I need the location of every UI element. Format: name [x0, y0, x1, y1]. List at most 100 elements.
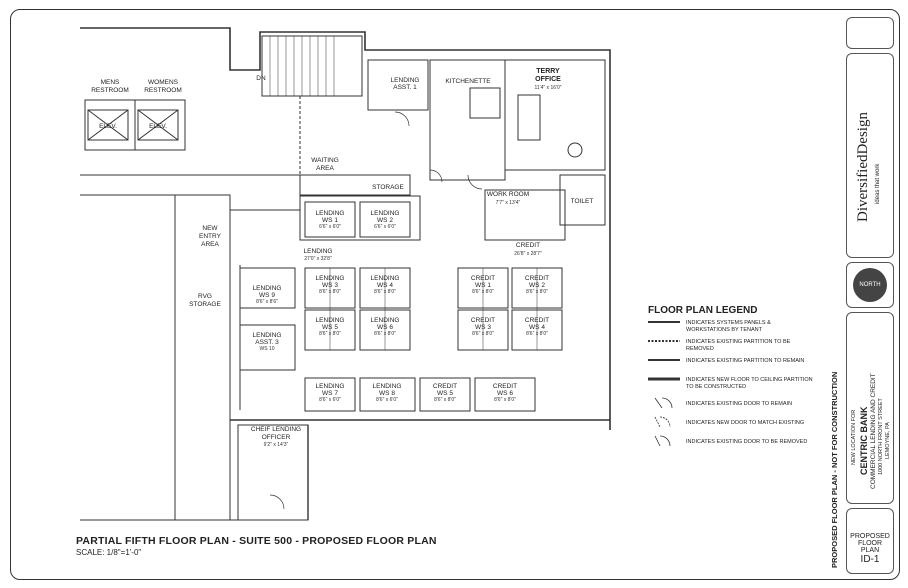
workstation-7-num: WS 7: [322, 390, 338, 397]
legend-item-2: INDICATES EXISTING PARTITION TO BE REMOV…: [686, 339, 791, 352]
new-entry-label-1: NEW: [202, 225, 218, 232]
lending-asst1-label-2: ASST. 1: [393, 84, 417, 91]
sheet-title-3: PLAN: [860, 547, 880, 554]
workstation-15-num: WS 5: [437, 390, 453, 397]
drawing-sheet: [10, 9, 900, 580]
workstation-14-dim: 8'6" x 8'0": [526, 331, 548, 337]
sheet-block: PROPOSED FLOOR PLAN ID-1: [846, 508, 894, 574]
sheet-title-2: FLOOR: [857, 540, 883, 547]
legend-item-1: INDICATES SYSTEMS PANELS & WORKSTATIONS …: [686, 320, 771, 333]
legend-item-5: INDICATES EXISTING DOOR TO REMAIN: [686, 401, 793, 407]
project-block: NEW LOCATION FOR CENTRIC BANK COMMERCIAL…: [846, 312, 894, 504]
north-stamp: NORTH: [853, 268, 887, 302]
workstation-1-num: WS 1: [322, 217, 338, 224]
room-labels: MENS RESTROOM WOMENS RESTROOM ELEV. ELEV…: [91, 68, 593, 448]
workstation-6-name: LENDING: [371, 317, 400, 324]
side-note: PROPOSED FLOOR PLAN - NOT FOR CONSTRUCTI…: [830, 371, 839, 568]
workstation-3-dim: 8'6" x 8'0": [319, 289, 341, 295]
new-entry-label-3: AREA: [201, 241, 219, 248]
client-city: LEMOYNE, PA: [885, 422, 891, 459]
workstation-5-num: WS 5: [322, 324, 338, 331]
new-entry-label-2: ENTRY: [199, 233, 222, 240]
toilet-label: TOILET: [571, 198, 594, 205]
credit-area-dim: 26'8" x 28'7": [514, 251, 542, 257]
client-sub: COMMERCIAL LENDING AND CREDIT: [870, 373, 877, 489]
workstation-14-num: WS 4: [529, 324, 545, 331]
workstation-8-num: WS 8: [379, 390, 395, 397]
workstation-3-name: LENDING: [316, 275, 345, 282]
workstation-8-dim: 8'6" x 6'0": [376, 397, 398, 403]
workstation-16-dim: 8'6" x 8'0": [494, 397, 516, 403]
workstation-9-num: WS 9: [259, 292, 275, 299]
workstation-16-name: CREDIT: [493, 383, 517, 390]
firm-tag: ideas that work: [875, 163, 881, 204]
workstation-13-dim: 8'6" x 8'0": [472, 331, 494, 337]
chief-label-2: OFFICER: [262, 434, 291, 441]
kitchenette-label: KITCHENETTE: [445, 78, 491, 85]
workstation-5-name: LENDING: [316, 317, 345, 324]
storage-label: STORAGE: [372, 184, 404, 191]
rvg-label-1: RVG: [198, 293, 212, 300]
stamp-block: NORTH: [846, 262, 894, 308]
workstation-1-dim: 6'6" x 6'0": [319, 224, 341, 230]
terry-label-1: TERRY: [536, 68, 560, 75]
workstation-9-dim: 8'6" x 8'6": [256, 299, 278, 305]
firm-name: DiversifiedDesign: [855, 112, 871, 222]
workstation-10-dim: WS 10: [259, 346, 274, 352]
workstation-12-dim: 8'6" x 8'0": [526, 289, 548, 295]
workstation-10-num: ASST. 3: [255, 339, 279, 346]
womens-label-1: WOMENS: [148, 79, 179, 86]
workstation-2-dim: 6'6" x 6'0": [374, 224, 396, 230]
client-address: 1000 NORTH FRONT STREET: [878, 398, 884, 475]
terry-dim: 11'4" x 16'0": [534, 85, 561, 91]
workstation-15-dim: 8'6" x 8'0": [434, 397, 456, 403]
plan-title: PARTIAL FIFTH FLOOR PLAN - SUITE 500 - P…: [76, 535, 437, 547]
waiting-label-2: AREA: [316, 165, 334, 172]
workstation-7-dim: 8'6" x 6'0": [319, 397, 341, 403]
workstation-12-name: CREDIT: [525, 275, 549, 282]
workstation-15-name: CREDIT: [433, 383, 457, 390]
legend-item-6: INDICATES NEW DOOR TO MATCH EXISTING: [686, 420, 805, 426]
workstation-13-num: WS 3: [475, 324, 491, 331]
waiting-label-1: WAITING: [311, 157, 339, 164]
lending-area-label: LENDING: [304, 248, 333, 255]
dn-label: DN: [256, 75, 266, 82]
workstation-12-num: WS 2: [529, 282, 545, 289]
workstation-11-num: WS 1: [475, 282, 491, 289]
chief-label-1: CHEIF LENDING: [251, 426, 301, 433]
rvg-label-2: STORAGE: [189, 301, 221, 308]
workstation-13-name: CREDIT: [471, 317, 495, 324]
workstation-8-name: LENDING: [373, 383, 402, 390]
workstation-4-num: WS 4: [377, 282, 393, 289]
lending-area-dim: 27'0" x 32'8": [304, 256, 332, 262]
workstation-4-name: LENDING: [371, 275, 400, 282]
workstation-14-name: CREDIT: [525, 317, 549, 324]
work-room-dim: 7'7" x 13'4": [496, 200, 521, 206]
legend-item-4: INDICATES NEW FLOOR TO CEILING PARTITION…: [686, 377, 813, 390]
workstation-5-dim: 8'6" x 8'0": [319, 331, 341, 337]
project-new-location: NEW LOCATION FOR: [851, 409, 857, 465]
workstation-4-dim: 8'6" x 8'0": [374, 289, 396, 295]
sheet-title-1: PROPOSED: [850, 533, 890, 540]
workstation-16-num: WS 6: [497, 390, 513, 397]
workstation-9-name: LENDING: [253, 285, 282, 292]
elev-label-2: ELEV.: [149, 123, 167, 130]
legend-title: FLOOR PLAN LEGEND: [648, 305, 758, 316]
workstation-10-name: LENDING: [253, 332, 282, 339]
legend-item-7: INDICATES EXISTING DOOR TO BE REMOVED: [686, 439, 808, 445]
workstation-11-name: CREDIT: [471, 275, 495, 282]
workstation-2-num: WS 2: [377, 217, 393, 224]
credit-area-label: CREDIT: [516, 242, 540, 249]
workstation-2-name: LENDING: [371, 210, 400, 217]
mens-label-2: RESTROOM: [91, 87, 129, 94]
legend-item-3: INDICATES EXISTING PARTITION TO REMAIN: [686, 358, 805, 364]
sheet-number: ID-1: [860, 554, 880, 565]
workstation-7-name: LENDING: [316, 383, 345, 390]
plan-scale: SCALE: 1/8"=1'-0": [76, 548, 142, 557]
workstation-1-name: LENDING: [316, 210, 345, 217]
workstation-6-dim: 8'6" x 8'0": [374, 331, 396, 337]
elev-label-1: ELEV.: [99, 123, 117, 130]
womens-label-2: RESTROOM: [144, 87, 182, 94]
